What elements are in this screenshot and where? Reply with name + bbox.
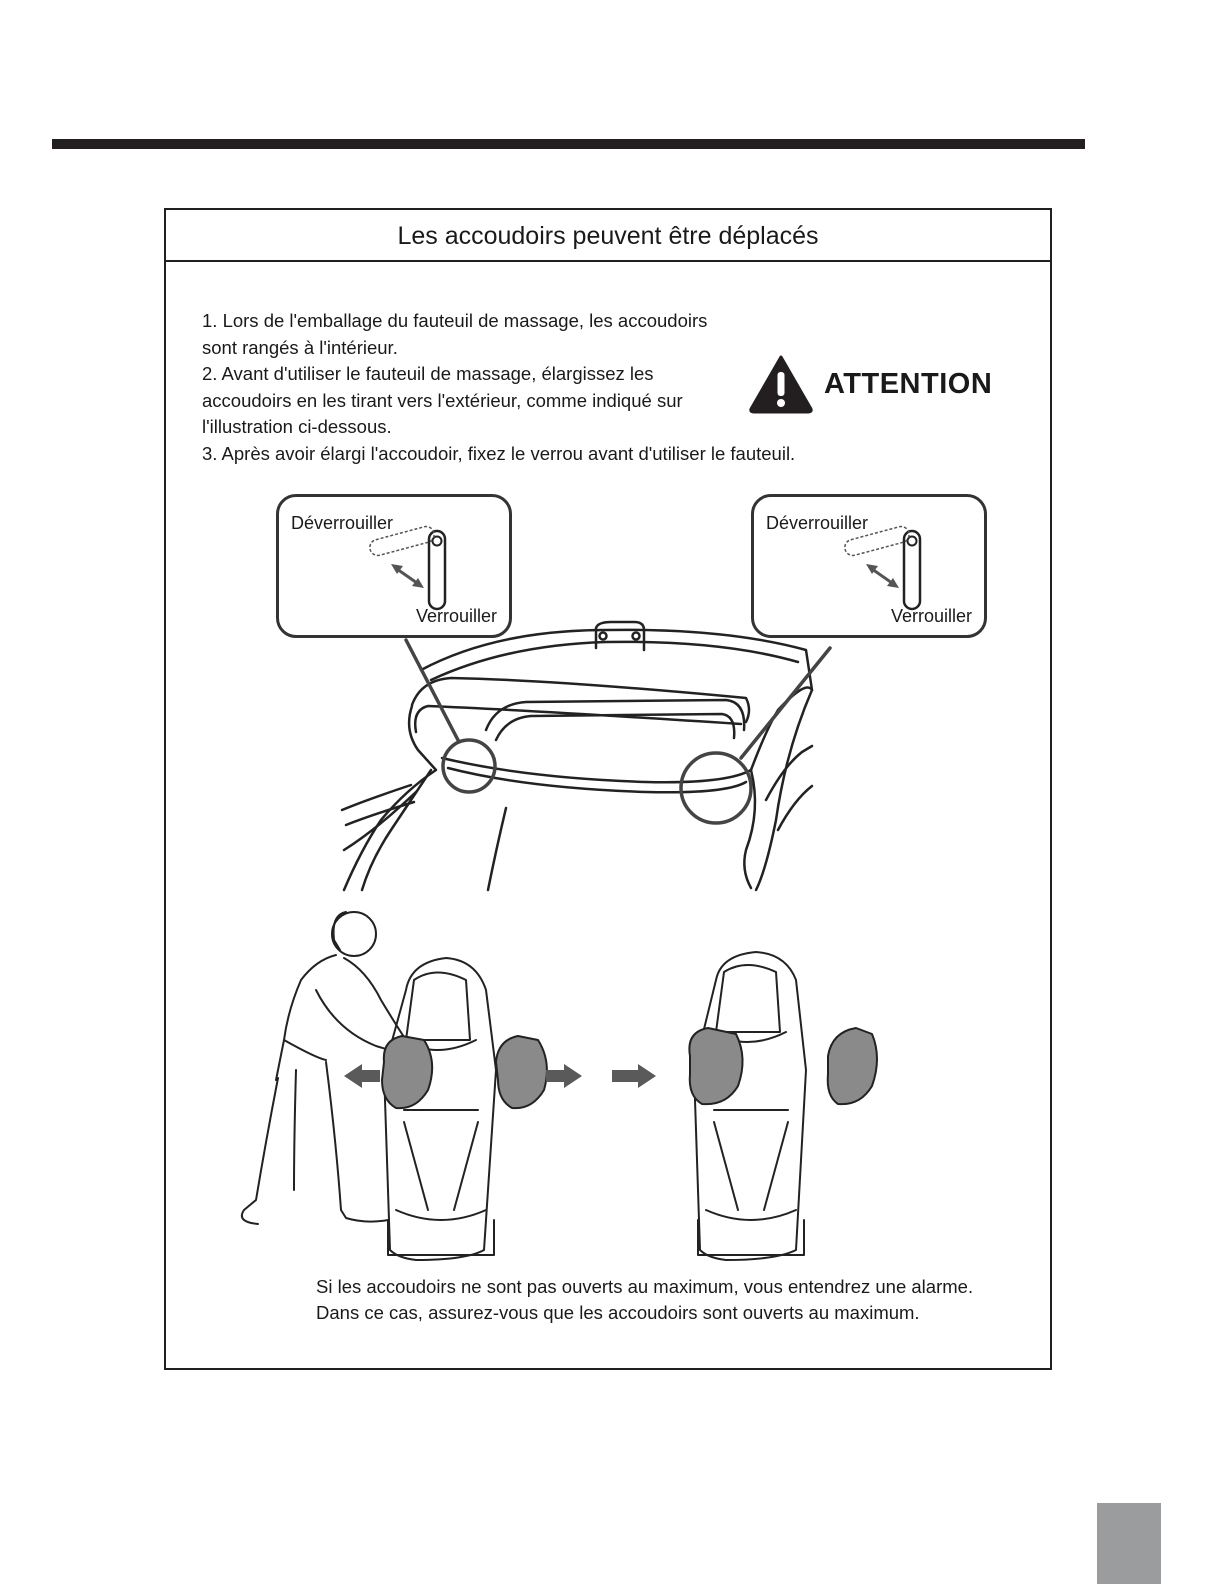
instruction-step-1: 1. Lors de l'emballage du fauteuil de ma… xyxy=(202,310,708,358)
lock-lever-diagram xyxy=(844,525,922,611)
instruction-list: 1. Lors de l'emballage du fauteuil de ma… xyxy=(202,308,902,467)
attention-warning: ATTENTION xyxy=(748,354,992,414)
armrest-expansion-illustration xyxy=(240,911,878,1261)
direction-arrows xyxy=(344,1064,656,1088)
attention-label: ATTENTION xyxy=(824,367,993,400)
chair-opened xyxy=(693,951,807,1261)
warning-triangle-icon xyxy=(749,355,813,414)
unlock-label: Déverrouiller xyxy=(766,513,869,533)
page-edge-tab xyxy=(1097,1503,1161,1584)
lock-label: Verrouiller xyxy=(890,606,972,626)
header-rule xyxy=(52,139,1085,149)
panel-title: Les accoudoirs peuvent être déplacés xyxy=(166,210,1050,262)
armrest-instructions-panel: Les accoudoirs peuvent être déplacés 1. … xyxy=(164,208,1052,1370)
armrest-right-1 xyxy=(495,1035,548,1110)
lock-callout-left: Déverrouiller Verrouiller xyxy=(276,494,512,638)
person-figure xyxy=(240,911,407,1225)
lock-callout-right: Déverrouiller Verrouiller xyxy=(751,494,987,638)
alarm-note: Si les accoudoirs ne sont pas ouverts au… xyxy=(316,1276,974,1323)
instruction-step-2: 2. Avant d'utiliser le fauteuil de massa… xyxy=(202,363,683,437)
armrest-left-2 xyxy=(688,1027,744,1106)
armrest-left-1 xyxy=(381,1035,434,1110)
unlock-label: Déverrouiller xyxy=(291,513,394,533)
instruction-step-3: 3. Après avoir élargi l'accoudoir, fixez… xyxy=(202,442,796,464)
armrest-right-2 xyxy=(826,1027,878,1106)
lock-label: Verrouiller xyxy=(415,606,497,626)
lock-lever-diagram xyxy=(369,525,447,611)
chair-armrest-illustration xyxy=(340,620,832,892)
